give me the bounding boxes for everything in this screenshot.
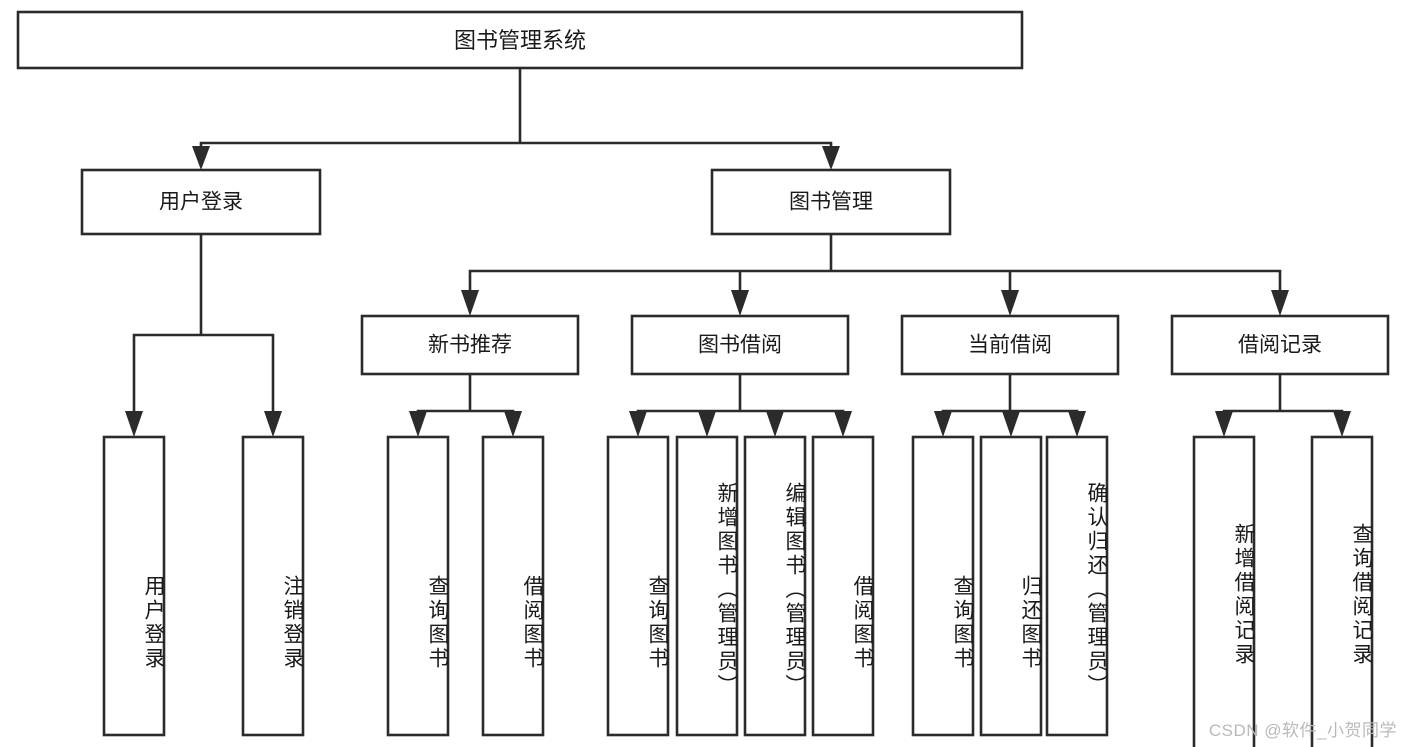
watermark-text: CSDN @软件_小贺同学 bbox=[1208, 721, 1397, 740]
node-borrow-record[interactable]: 借阅记录 bbox=[1170, 314, 1390, 376]
leaf-box-add-book-admin[interactable] bbox=[675, 435, 739, 737]
leaf-layer bbox=[102, 435, 1374, 747]
arrow-record-to-leaf2 bbox=[1333, 411, 1351, 437]
arrow-record-to-leaf1 bbox=[1215, 411, 1233, 437]
leaf-box-return-book[interactable] bbox=[979, 435, 1043, 737]
edge-borrow-bus bbox=[636, 372, 845, 418]
node-borrow-record-label: 借阅记录 bbox=[1238, 334, 1322, 357]
edge-userlogin-bus bbox=[132, 232, 275, 418]
arrow-userlogin-to-leaf1 bbox=[125, 411, 143, 437]
node-new-book-recommend-label: 新书推荐 bbox=[428, 334, 512, 357]
node-new-book-recommend[interactable]: 新书推荐 bbox=[360, 314, 580, 376]
node-root-label: 图书管理系统 bbox=[454, 28, 586, 53]
arrow-bookmgmt-to-record bbox=[1271, 290, 1289, 316]
leaf-box-add-borrow-record[interactable] bbox=[1192, 435, 1256, 747]
node-user-login-box[interactable] bbox=[80, 168, 322, 236]
arrow-newbook-to-leaf1 bbox=[409, 411, 427, 437]
leaf-box-borrow-book[interactable] bbox=[811, 435, 875, 737]
arrow-current-to-leaf2 bbox=[1002, 411, 1020, 437]
node-book-management-label: 图书管理 bbox=[789, 191, 873, 214]
node-root[interactable]: 图书管理系统 bbox=[16, 10, 1024, 70]
arrow-bookmgmt-to-current bbox=[1001, 290, 1019, 316]
edge-root-bus bbox=[199, 66, 833, 155]
node-root-box[interactable] bbox=[16, 10, 1024, 70]
node-user-login[interactable]: 用户登录 bbox=[80, 168, 322, 236]
arrow-bookmgmt-to-newbook bbox=[461, 290, 479, 316]
leaf-box-confirm-return-admin[interactable] bbox=[1045, 435, 1109, 737]
arrow-current-to-leaf1 bbox=[934, 411, 952, 437]
arrow-borrow-to-leaf4 bbox=[834, 411, 852, 437]
leaf-box-user-login[interactable] bbox=[102, 435, 166, 737]
edge-record-bus bbox=[1222, 372, 1344, 418]
node-book-management[interactable]: 图书管理 bbox=[710, 168, 952, 236]
leaf-box-query-book-borrow[interactable] bbox=[606, 435, 670, 737]
arrow-root-to-user-login bbox=[192, 146, 210, 170]
node-book-borrow-label: 图书借阅 bbox=[698, 334, 782, 357]
node-book-borrow-box[interactable] bbox=[630, 314, 850, 376]
leaf-box-logout[interactable] bbox=[241, 435, 305, 737]
node-user-login-label: 用户登录 bbox=[159, 191, 243, 214]
leaf-box-borrow-book-newbook[interactable] bbox=[481, 435, 545, 737]
arrow-borrow-to-leaf1 bbox=[629, 411, 647, 437]
edge-bookmgmt-bus bbox=[468, 232, 1282, 297]
node-book-borrow[interactable]: 图书借阅 bbox=[630, 314, 850, 376]
node-current-borrow-box[interactable] bbox=[900, 314, 1120, 376]
arrow-borrow-to-leaf2 bbox=[698, 411, 716, 437]
node-book-management-box[interactable] bbox=[710, 168, 952, 236]
node-borrow-record-box[interactable] bbox=[1170, 314, 1390, 376]
leaf-box-edit-book-admin[interactable] bbox=[743, 435, 807, 737]
arrow-root-to-book-mgmt bbox=[822, 146, 840, 170]
node-current-borrow[interactable]: 当前借阅 bbox=[900, 314, 1120, 376]
arrow-borrow-to-leaf3 bbox=[766, 411, 784, 437]
edge-newbook-bus bbox=[416, 372, 515, 418]
arrow-newbook-to-leaf2 bbox=[504, 411, 522, 437]
arrow-current-to-leaf3 bbox=[1068, 411, 1086, 437]
leaf-box-query-book-current[interactable] bbox=[911, 435, 975, 737]
arrow-userlogin-to-leaf2 bbox=[264, 411, 282, 437]
leaf-box-query-borrow-record[interactable] bbox=[1310, 435, 1374, 747]
arrow-bookmgmt-to-borrow bbox=[731, 290, 749, 316]
node-current-borrow-label: 当前借阅 bbox=[968, 334, 1052, 357]
edge-current-bus bbox=[941, 372, 1079, 418]
leaf-box-query-book-newbook[interactable] bbox=[386, 435, 450, 737]
connector-layer bbox=[125, 66, 1351, 437]
node-new-book-recommend-box[interactable] bbox=[360, 314, 580, 376]
